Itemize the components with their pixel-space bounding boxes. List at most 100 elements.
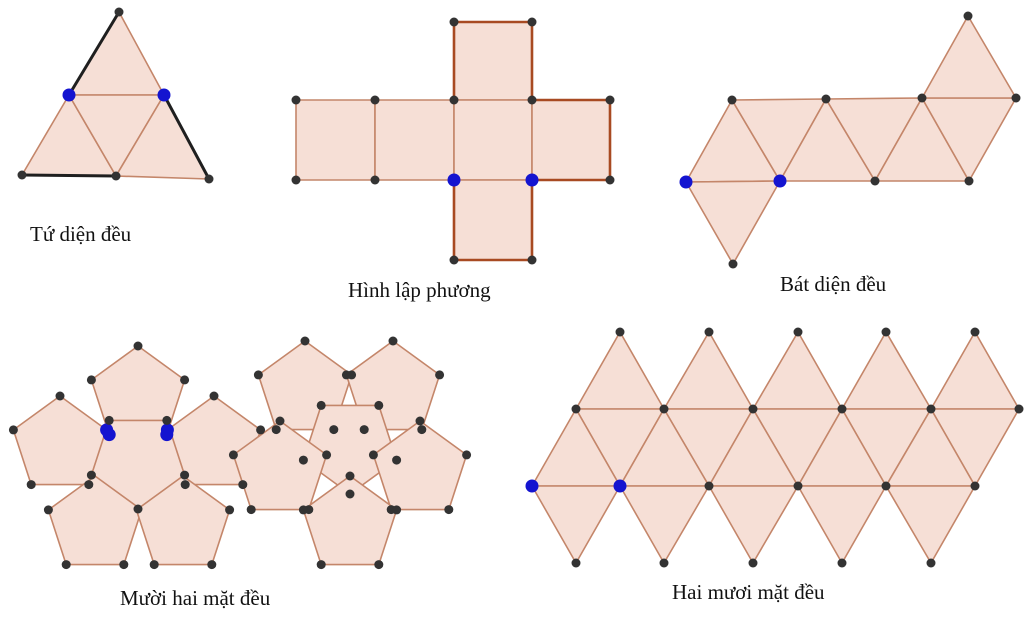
dodecahedron-vertex	[275, 416, 285, 426]
octahedron-vertex	[727, 95, 737, 105]
dodecahedron-vertex	[435, 370, 445, 380]
cube-face	[453, 179, 533, 261]
icosahedron-vertex	[837, 558, 847, 568]
dodecahedron-vertex	[133, 341, 143, 351]
dodecahedron-vertex	[329, 425, 339, 435]
dodecahedron-vertex	[462, 450, 472, 460]
dodecahedron-vertex	[119, 560, 129, 570]
dodecahedron-vertex	[392, 505, 402, 515]
cube-vertex	[291, 175, 301, 185]
dodecahedron-vertex	[207, 560, 217, 570]
icosahedron-face	[531, 485, 621, 564]
dodecahedron-vertex	[162, 415, 172, 425]
cube-vertex	[449, 95, 459, 105]
dodecahedron-highlighted-vertex	[160, 423, 174, 437]
dodecahedron-vertex	[104, 415, 114, 425]
cube-vertex	[370, 95, 380, 105]
dodecahedron-vertex	[228, 450, 238, 460]
tetrahedron-vertex	[17, 170, 27, 180]
tetrahedron-fold-edge	[162, 93, 211, 181]
dodecahedron-vertex	[417, 425, 427, 435]
dodecahedron-face	[302, 475, 398, 566]
dodecahedron-vertex	[149, 560, 159, 570]
icosahedron-vertex	[881, 327, 891, 337]
icosahedron-face	[885, 485, 976, 564]
icosahedron-face	[930, 331, 1020, 410]
icosahedron-face	[575, 331, 665, 410]
dodecahedron-vertex	[345, 489, 355, 499]
dodecahedron-vertex	[246, 505, 256, 515]
icosahedron-vertex	[837, 404, 847, 414]
dodecahedron-vertex	[225, 505, 235, 515]
dodecahedron-vertex	[238, 480, 248, 490]
dodecahedron-face	[135, 475, 231, 566]
icosahedron-vertex	[793, 327, 803, 337]
dodecahedron-vertex	[415, 416, 425, 426]
cube-vertex	[527, 17, 537, 27]
cube-highlighted-vertex	[447, 173, 461, 187]
icosahedron-highlighted-vertex	[525, 479, 539, 493]
dodecahedron-vertex	[61, 560, 71, 570]
cube-face	[453, 21, 533, 101]
cube-vertex	[605, 175, 615, 185]
dodecahedron-vertex	[316, 560, 326, 570]
dodecahedron-face	[47, 475, 143, 566]
icosahedron-highlighted-vertex	[613, 479, 627, 493]
dodecahedron-vertex	[322, 450, 332, 460]
dodecahedron-vertex	[392, 455, 402, 465]
cube-face	[531, 99, 611, 181]
dodecahedron-vertex	[298, 505, 308, 515]
cube-face	[295, 99, 376, 181]
dodecahedron-vertex	[256, 425, 266, 435]
dodecahedron-vertex	[180, 480, 190, 490]
dodecahedron-vertex	[298, 455, 308, 465]
dodecahedron-face	[12, 395, 108, 486]
octahedron-face	[921, 15, 1017, 99]
icosahedron-face	[619, 485, 710, 564]
icosahedron-vertex	[659, 404, 669, 414]
tetrahedron-face	[68, 11, 165, 96]
icosahedron-label: Hai mươi mặt đều	[672, 580, 825, 604]
dodecahedron-vertex	[180, 375, 190, 385]
dodecahedron-face	[232, 420, 328, 511]
icosahedron-vertex	[881, 481, 891, 491]
dodecahedron-vertex	[133, 504, 143, 514]
dodecahedron-vertex	[209, 391, 219, 401]
cube-vertex	[291, 95, 301, 105]
dodecahedron-vertex	[253, 370, 263, 380]
tetrahedron-vertex	[204, 174, 214, 184]
cube-vertex	[605, 95, 615, 105]
dodecahedron-vertex	[444, 505, 454, 515]
cube-highlighted-vertex	[525, 173, 539, 187]
cube-vertex	[370, 175, 380, 185]
cube-face	[453, 99, 533, 181]
dodecahedron-vertex	[374, 560, 384, 570]
tetrahedron-vertex	[111, 171, 121, 181]
cube-face	[374, 99, 455, 181]
dodecahedron-vertex	[180, 470, 190, 480]
dodecahedron-vertex	[86, 375, 96, 385]
cube-vertex	[527, 95, 537, 105]
icosahedron-vertex	[704, 327, 714, 337]
octahedron-face	[685, 180, 781, 265]
dodecahedron-vertex	[316, 400, 326, 410]
cube-vertex	[527, 255, 537, 265]
octahedron-vertex	[1011, 93, 1021, 103]
dodecahedron-vertex	[345, 471, 355, 481]
dodecahedron-vertex	[8, 425, 18, 435]
octahedron-vertex	[917, 93, 927, 103]
dodecahedron-vertex	[359, 425, 369, 435]
dodecahedron-vertex	[388, 336, 398, 346]
icosahedron-vertex	[659, 558, 669, 568]
icosahedron-face	[841, 331, 932, 410]
octahedron-vertex	[821, 94, 831, 104]
dodecahedron-vertex	[300, 336, 310, 346]
dodecahedron-vertex	[84, 480, 94, 490]
icosahedron-vertex	[748, 404, 758, 414]
icosahedron-face	[708, 485, 799, 564]
icosahedron-face	[663, 331, 754, 410]
dodecahedron-vertex	[374, 400, 384, 410]
dodecahedron-vertex	[55, 391, 65, 401]
dodecahedron-label: Mười hai mặt đều	[120, 586, 271, 610]
